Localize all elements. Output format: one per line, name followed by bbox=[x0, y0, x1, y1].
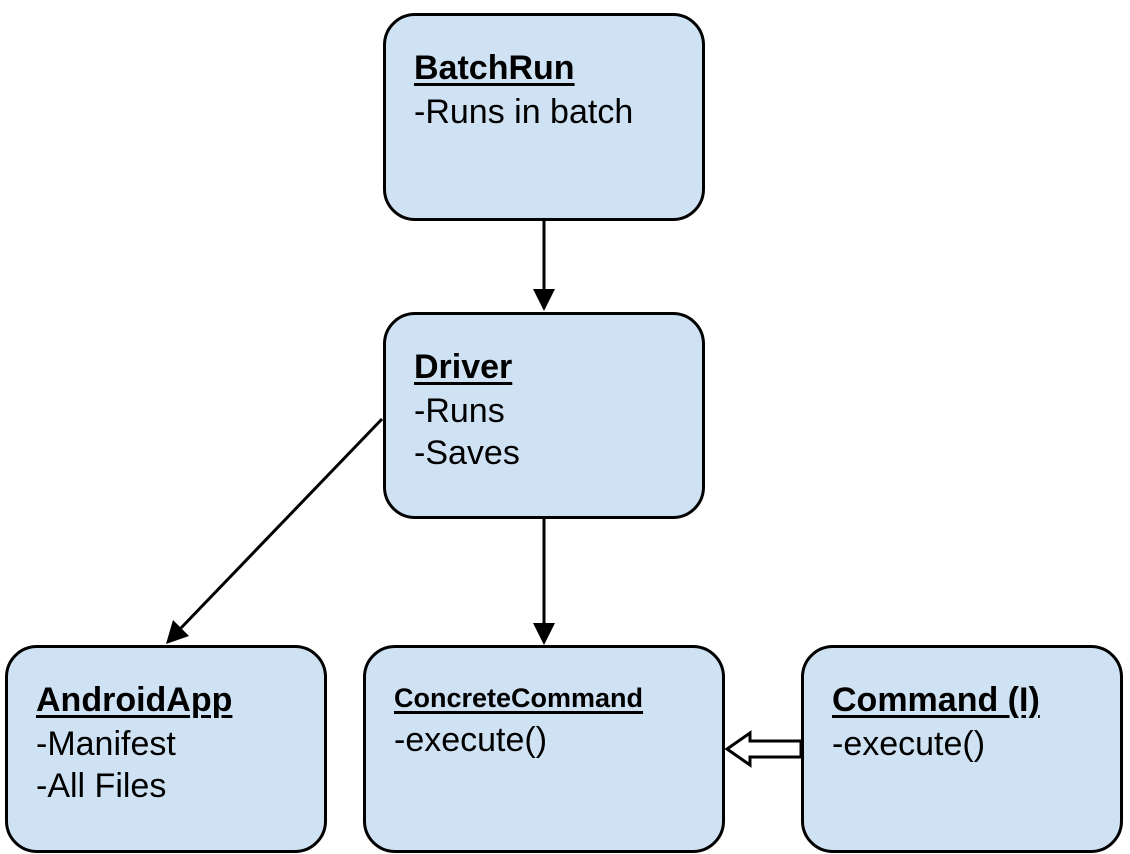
node-title: Driver bbox=[414, 348, 513, 386]
node-attribute: -execute() bbox=[394, 721, 548, 759]
node-title: BatchRun bbox=[414, 49, 575, 87]
edge-driver-androidapp-arrowhead bbox=[166, 620, 189, 644]
node-attribute: -Runs bbox=[414, 392, 505, 430]
edge-command-concrete-hollow-arrow bbox=[724, 730, 803, 768]
node-title: ConcreteCommand bbox=[394, 683, 644, 713]
node-concrete-command[interactable]: ConcreteCommand -execute() bbox=[363, 645, 725, 853]
node-title: Command (I) bbox=[832, 681, 1040, 719]
node-attribute: -All Files bbox=[36, 767, 167, 805]
edge-driver-to-concrete bbox=[533, 519, 555, 645]
edge-driver-concrete-arrowhead bbox=[533, 623, 555, 645]
edge-batchrun-to-driver bbox=[533, 221, 555, 311]
node-androidapp[interactable]: AndroidApp -Manifest -All Files bbox=[5, 645, 327, 853]
node-command-interface[interactable]: Command (I) -execute() bbox=[801, 645, 1123, 853]
edge-batchrun-driver-arrowhead bbox=[533, 289, 555, 311]
node-attribute: -Saves bbox=[414, 434, 520, 472]
node-attribute: -Runs in batch bbox=[414, 93, 634, 131]
node-attribute: -Manifest bbox=[36, 725, 176, 763]
edge-driver-androidapp-line bbox=[179, 417, 384, 630]
edge-driver-to-androidapp bbox=[166, 417, 384, 644]
node-title: AndroidApp bbox=[36, 681, 233, 719]
node-attribute: -execute() bbox=[832, 725, 986, 763]
node-batchrun[interactable]: BatchRun -Runs in batch bbox=[383, 13, 705, 221]
edge-command-to-concrete bbox=[724, 730, 803, 768]
node-driver[interactable]: Driver -Runs -Saves bbox=[383, 312, 705, 519]
